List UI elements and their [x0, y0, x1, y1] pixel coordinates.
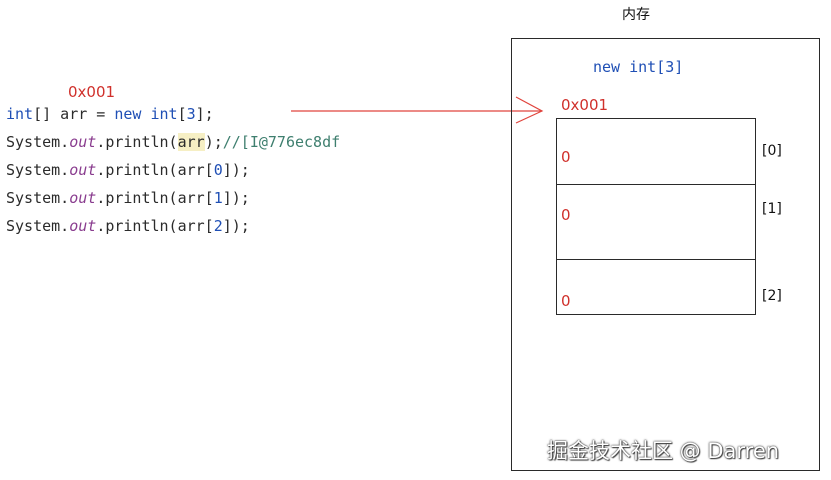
- cell-value-0: 0: [561, 148, 571, 166]
- reference-address-label: 0x001: [68, 83, 116, 101]
- code-text: [] arr =: [33, 105, 115, 123]
- index-literal: 1: [213, 189, 223, 207]
- out-field: out: [69, 133, 97, 151]
- memory-title: 内存: [622, 7, 650, 23]
- array-block: [556, 118, 756, 315]
- out-field: out: [69, 217, 97, 235]
- keyword-new: new: [114, 105, 142, 123]
- keyword-int: int: [6, 105, 34, 123]
- watermark: 掘金技术社区 @ Darren: [547, 439, 780, 463]
- arrow-head: [515, 96, 544, 124]
- code-text: ];: [195, 105, 214, 123]
- code-text: [: [177, 105, 187, 123]
- cell-value-1: 0: [561, 206, 571, 224]
- code-text: ]);: [222, 161, 250, 179]
- code-text: System.: [6, 161, 70, 179]
- index-label-2: [2]: [762, 288, 782, 304]
- code-text: .println(arr[: [96, 161, 214, 179]
- new-array-expression: new int[3]: [593, 58, 684, 76]
- array-length-literal: 3: [186, 105, 196, 123]
- code-line-print-arr-0: System.out.println(arr[0]);: [6, 160, 250, 180]
- index-literal: 2: [213, 217, 223, 235]
- index-label-1: [1]: [762, 201, 782, 217]
- code-text: .println(arr[: [96, 189, 214, 207]
- code-text: .println(: [96, 133, 178, 151]
- code-line-print-arr-1: System.out.println(arr[1]);: [6, 188, 250, 208]
- code-text: ]);: [222, 217, 250, 235]
- highlighted-arr: arr: [177, 133, 205, 151]
- code-line-declaration: int[] arr = new int[3];: [6, 104, 214, 124]
- code-text: .println(arr[: [96, 217, 214, 235]
- index-literal: 0: [213, 161, 223, 179]
- index-label-0: [0]: [762, 143, 782, 159]
- code-text: System.: [6, 189, 70, 207]
- array-address-label: 0x001: [561, 96, 609, 114]
- code-text: System.: [6, 217, 70, 235]
- memory-panel: [511, 38, 820, 471]
- out-field: out: [69, 161, 97, 179]
- out-field: out: [69, 189, 97, 207]
- code-text: );: [204, 133, 223, 151]
- code-comment: //[I@776ec8df: [222, 133, 341, 151]
- cell-value-2: 0: [561, 292, 571, 310]
- code-line-print-arr-2: System.out.println(arr[2]);: [6, 216, 250, 236]
- code-line-print-arr: System.out.println(arr);//[I@776ec8df: [6, 132, 340, 152]
- cell-divider: [556, 259, 756, 260]
- code-text: ]);: [222, 189, 250, 207]
- cell-divider: [556, 184, 756, 185]
- keyword-int: int: [150, 105, 178, 123]
- code-text: System.: [6, 133, 70, 151]
